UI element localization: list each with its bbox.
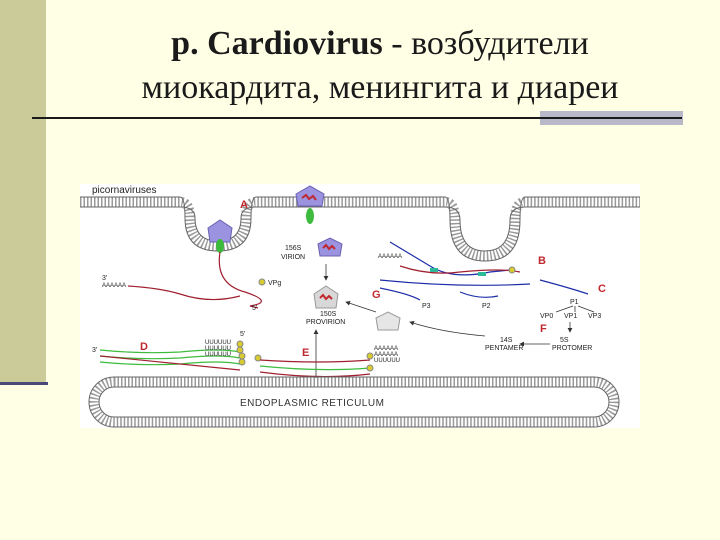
label-5s: 5S (560, 337, 569, 344)
assembly-arrow (345, 300, 377, 313)
rc-3prime-end: 3' (92, 347, 97, 354)
rna-3prime-end: 3' (102, 275, 107, 282)
left-accent-bar (0, 0, 46, 384)
label-provirion: PROVIRION (306, 319, 345, 326)
template-rna (99, 355, 241, 371)
polyprotein-p3 (379, 287, 421, 301)
rna-5prime-end: 5' (252, 305, 257, 312)
vpg-dot (508, 266, 516, 274)
label-vp1: VP1 (564, 313, 577, 320)
vpg-dot (238, 352, 246, 360)
step-letter-c: C (598, 283, 606, 295)
p1-cleavage-arrows (555, 305, 595, 313)
label-vp3: VP3 (588, 313, 601, 320)
picornavirus-replication-diagram: picornaviruses A 156S VIRION 3' AAAAAA V… (80, 184, 640, 428)
title-line-1: p. Cardiovirus - возбудители (60, 22, 700, 66)
vpg-dot (238, 358, 246, 366)
vpg-dot (366, 352, 374, 360)
to-provirion-arrow (409, 320, 486, 337)
step-letter-e: E (302, 347, 309, 359)
label-vpg: VPg (268, 280, 281, 287)
left-accent-line (0, 382, 48, 385)
polyu-3: UUUUUU (205, 352, 231, 358)
slide-title: p. Cardiovirus - возбудители миокардита,… (60, 22, 700, 110)
translating-rna-red (399, 265, 521, 274)
title-genus: p. Cardiovirus (171, 25, 383, 62)
progeny-rna-2 (259, 365, 371, 371)
label-endoplasmic-reticulum: ENDOPLASMIC RETICULUM (240, 398, 384, 409)
vpg-dot (254, 354, 262, 362)
e-polya-2: AAAAAA (374, 352, 398, 358)
title-rule (32, 117, 682, 119)
title-rest: возбудители (411, 25, 589, 62)
endoplasmic-reticulum (88, 376, 620, 428)
label-14s: 14S (500, 337, 513, 344)
virion-156s-icon (317, 237, 343, 257)
step-letter-f: F (540, 323, 547, 335)
polyu-2: UUUUUU (205, 346, 231, 352)
ribosome-icon (430, 268, 438, 272)
label-virion: VIRION (281, 254, 305, 261)
step-letter-g: G (372, 289, 381, 301)
label-vp0: VP0 (540, 313, 553, 320)
vpg-dot (236, 346, 244, 354)
translating-rna-blue (389, 241, 511, 276)
step-letter-a: A (240, 199, 248, 211)
vpg-dot (366, 364, 374, 372)
released-rna-strand (218, 251, 262, 309)
label-150s: 150S (320, 311, 337, 318)
virion-entering-icon (295, 185, 325, 224)
step-letter-d: D (140, 341, 148, 353)
provirion-icon (313, 285, 339, 309)
e-polyu: UUUUUU (374, 358, 400, 364)
polyprotein-p2 (459, 291, 499, 298)
rc-5prime-end: 5' (240, 331, 245, 338)
pentamer-shell-icon (375, 311, 401, 331)
rna-polya: AAAAAA (102, 283, 126, 289)
progeny-rna-3 (259, 371, 371, 378)
e-polya-1: AAAAAA (374, 346, 398, 352)
vpg-dot (258, 278, 266, 286)
label-p3: P3 (422, 303, 431, 310)
progeny-rna-1 (259, 359, 371, 363)
polyu-1: UUUUUU (205, 340, 231, 346)
label-156s: 156S (285, 245, 302, 252)
label-p1: P1 (570, 299, 579, 306)
diagram-canvas: picornaviruses A 156S VIRION 3' AAAAAA V… (80, 185, 640, 428)
polyprotein-strand (379, 279, 531, 286)
cell-membrane (80, 196, 640, 262)
polyprotein-strand (539, 279, 589, 295)
virion-attached-icon (207, 219, 233, 253)
label-picornaviruses: picornaviruses (92, 185, 156, 196)
label-p2: P2 (482, 303, 491, 310)
mrna-polya: AAAAAA (378, 254, 402, 260)
ribosome-icon (478, 272, 486, 276)
label-pentamer: PENTAMER (485, 345, 523, 352)
step-letter-b: B (538, 255, 546, 267)
label-protomer: PROTOMER (552, 345, 592, 352)
title-separator: - (382, 25, 412, 62)
vpg-dot (236, 340, 244, 348)
viral-rna (127, 285, 241, 301)
title-line-2: миокардита, менингита и диареи (141, 69, 619, 106)
